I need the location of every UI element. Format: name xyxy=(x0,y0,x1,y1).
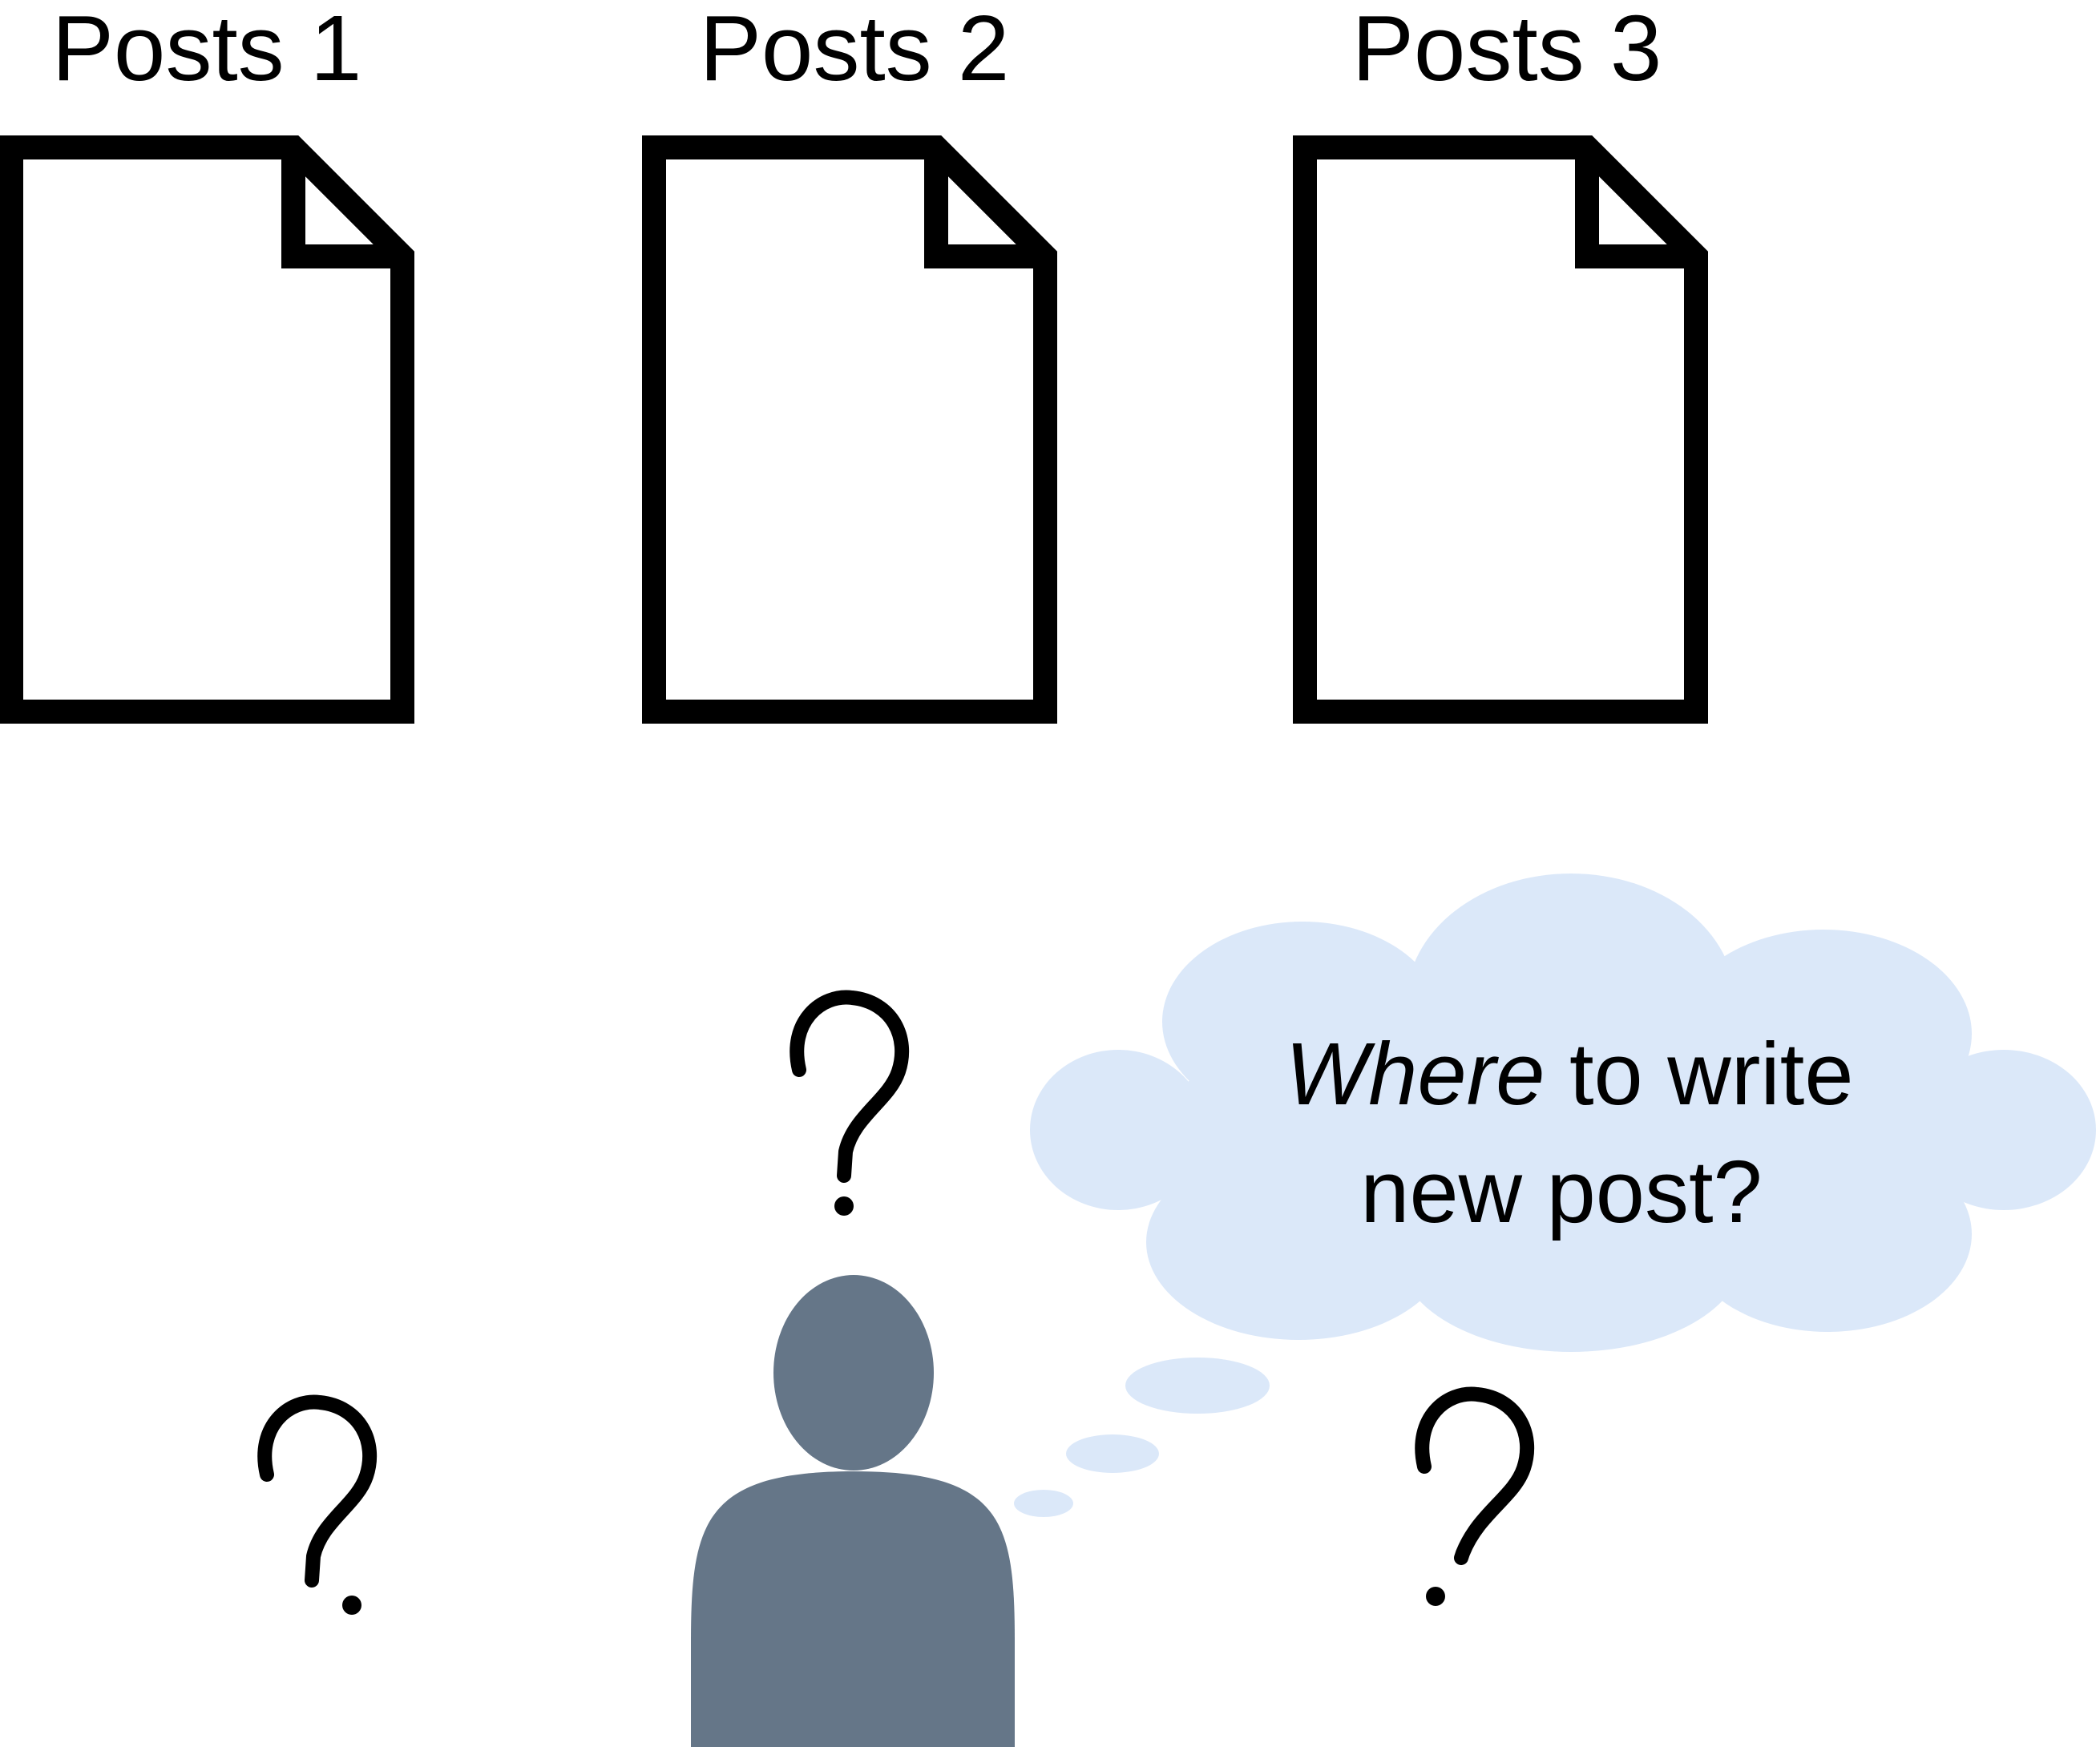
question-mark-icon xyxy=(790,990,910,1216)
document-icon xyxy=(0,135,414,724)
person-icon xyxy=(691,1275,1015,1747)
thought-bubbles xyxy=(1014,1358,1270,1517)
document-2-label: Posts 2 xyxy=(700,0,1010,100)
thought-text: Where to write new post? xyxy=(1285,1025,1853,1241)
document-icon xyxy=(642,135,1057,724)
thought-cloud xyxy=(1030,874,2096,1352)
thought-line1-rest: to write xyxy=(1545,1025,1853,1124)
person-head xyxy=(773,1275,934,1471)
person-body xyxy=(691,1471,1015,1747)
document-3-label: Posts 3 xyxy=(1352,0,1662,100)
document-1-label: Posts 1 xyxy=(52,0,362,100)
thought-line2: new post? xyxy=(1360,1143,1762,1241)
document-1: Posts 1 xyxy=(0,0,414,724)
thought-bubble-large xyxy=(1125,1358,1270,1414)
document-3: Posts 3 xyxy=(1293,0,1708,724)
thought-bubble-small xyxy=(1014,1490,1073,1517)
thought-bubble-medium xyxy=(1066,1434,1159,1473)
svg-text:Where to write: Where to write xyxy=(1285,1025,1853,1124)
document-2: Posts 2 xyxy=(642,0,1057,724)
question-mark-icon xyxy=(1415,1386,1535,1606)
question-mark-icon xyxy=(257,1394,378,1615)
document-icon xyxy=(1293,135,1708,724)
thought-emphasis: Where xyxy=(1285,1025,1545,1124)
